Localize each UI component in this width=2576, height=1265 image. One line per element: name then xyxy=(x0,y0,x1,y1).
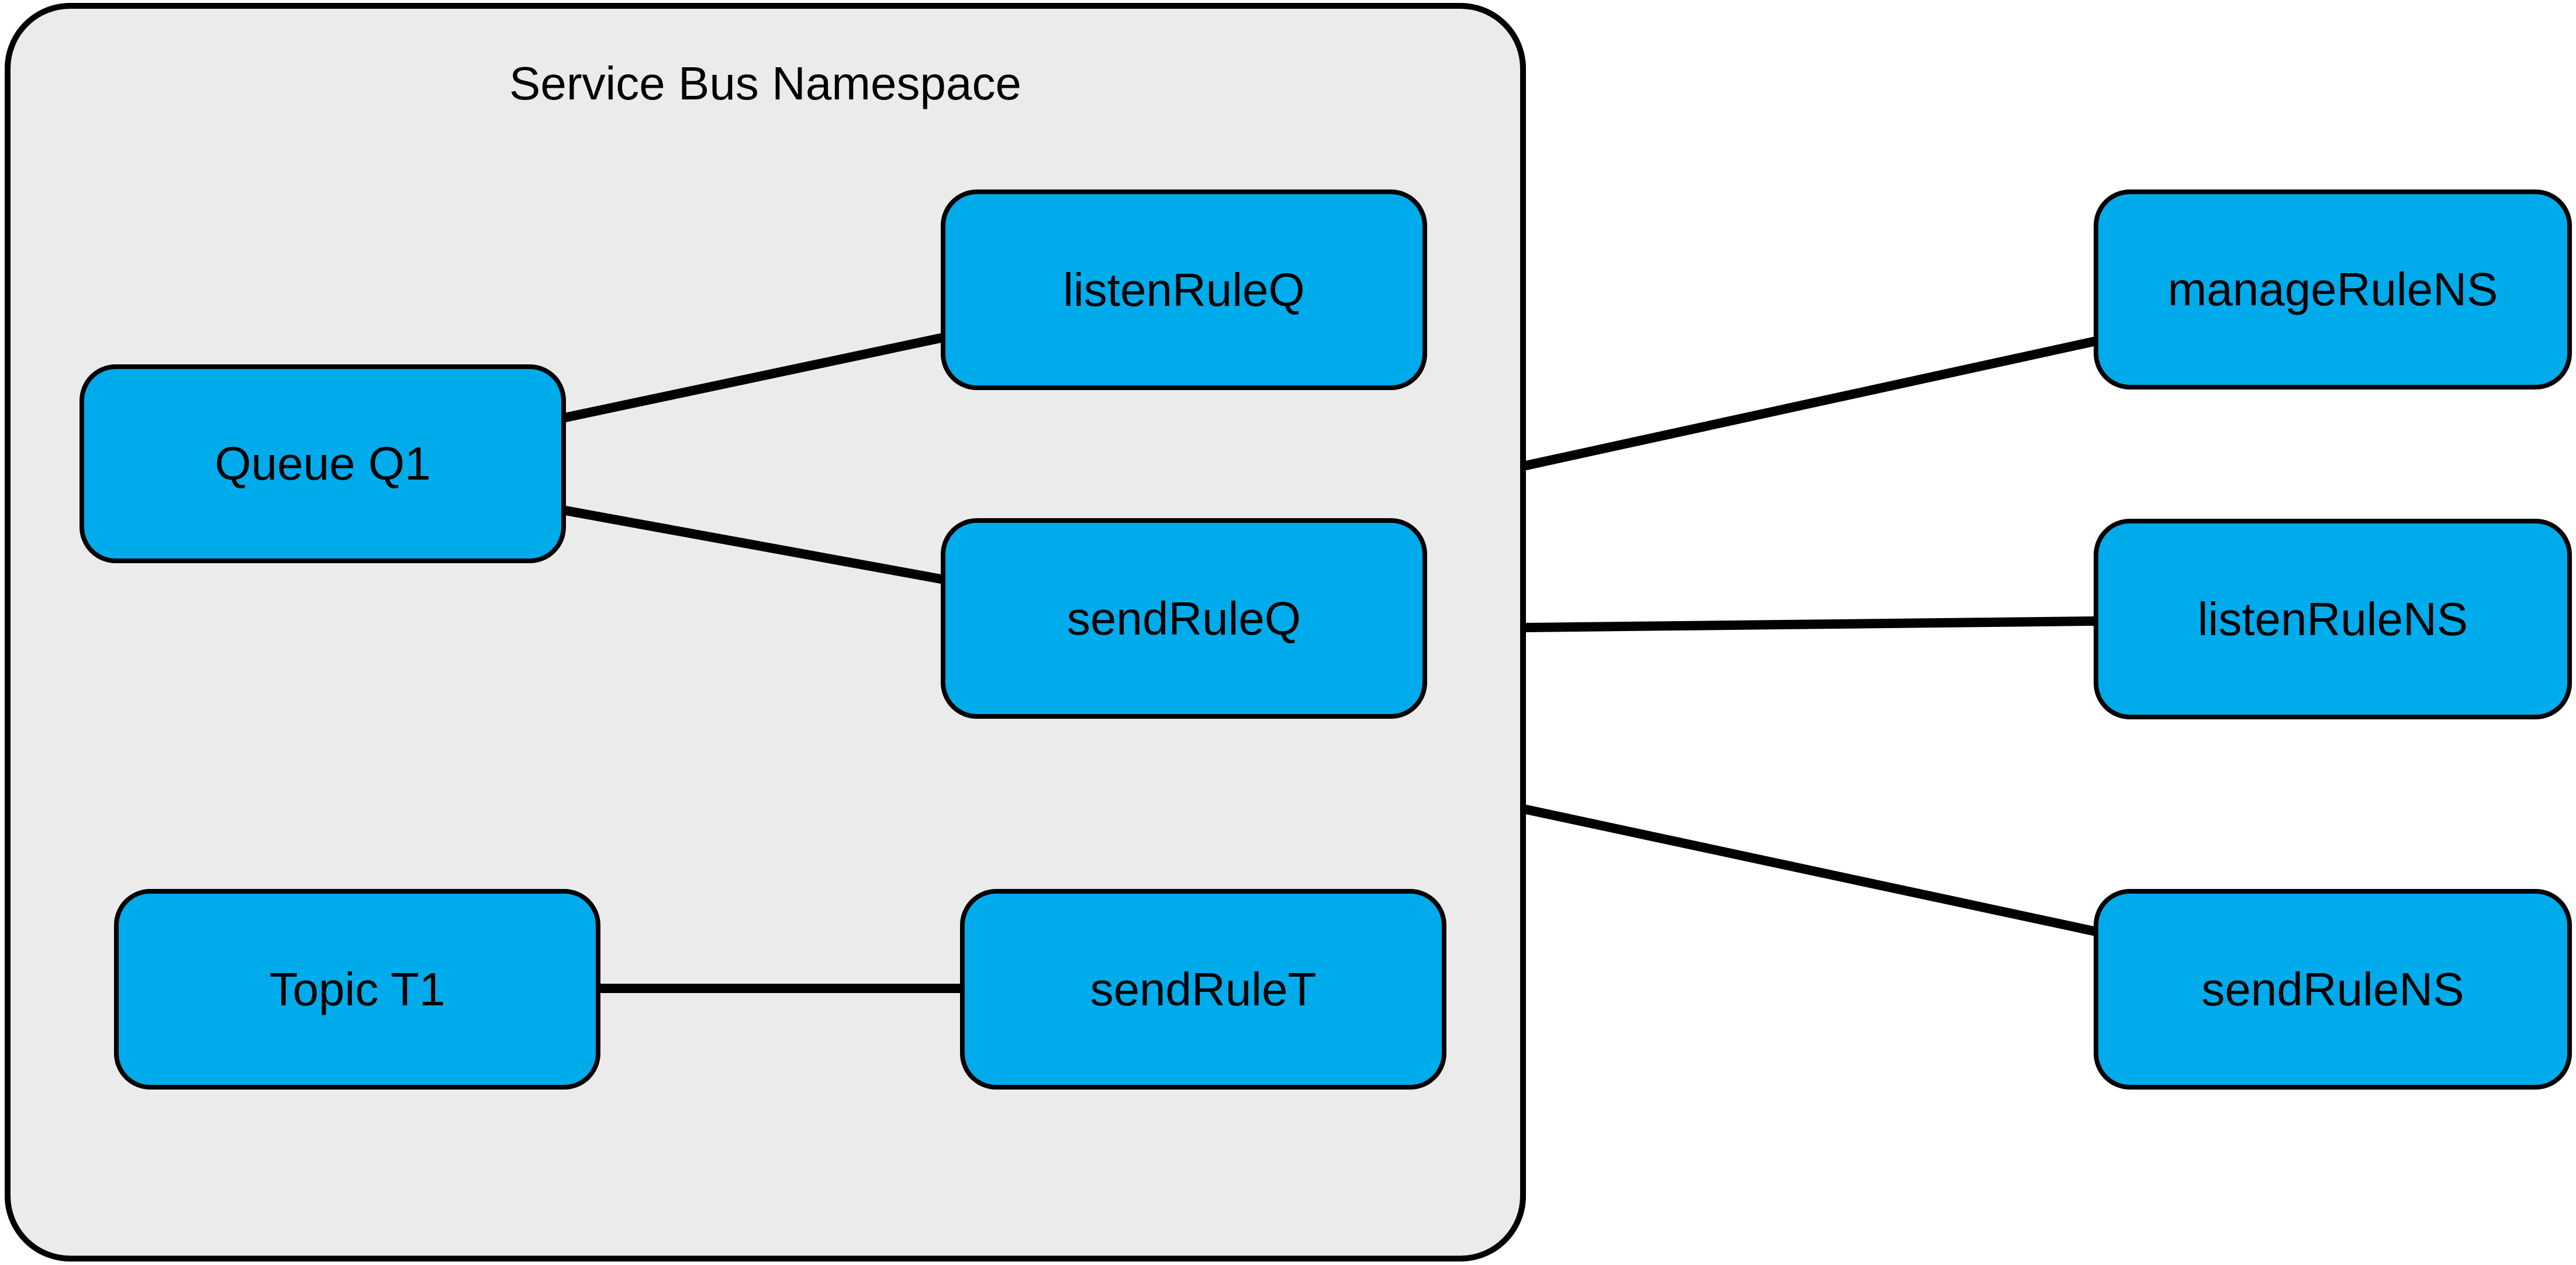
node-send-rule-ns: sendRuleNS xyxy=(2094,889,2572,1090)
namespace-title: Service Bus Namespace xyxy=(509,57,1021,109)
node-queue-q1: Queue Q1 xyxy=(80,364,566,563)
node-listen-rule-q: listenRuleQ xyxy=(941,189,1427,390)
node-listen-rule-ns: listenRuleNS xyxy=(2094,519,2572,719)
node-manage-rule-ns: manageRuleNS xyxy=(2094,189,2572,390)
node-topic-t1: Topic T1 xyxy=(114,889,600,1090)
edge-namespace-sendrulens xyxy=(1521,805,2098,936)
node-send-rule-q: sendRuleQ xyxy=(941,518,1427,719)
edge-namespace-listenrulens xyxy=(1521,616,2098,632)
edge-namespace-managerulens xyxy=(1521,337,2098,470)
node-send-rule-t: sendRuleT xyxy=(960,889,1446,1090)
